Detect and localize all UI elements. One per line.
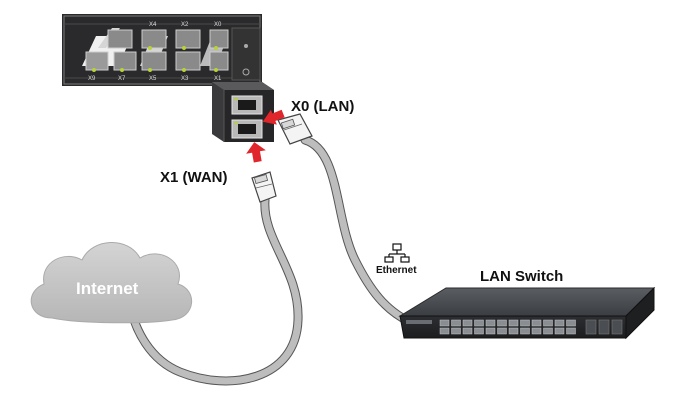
switch-port (520, 319, 530, 327)
switch-port (497, 327, 507, 335)
switch-port (439, 319, 450, 327)
port-label-x1: X1 (214, 76, 222, 82)
switch-port (508, 319, 519, 327)
switch-port (520, 327, 530, 335)
switch-port (566, 319, 576, 327)
switch-port (497, 319, 507, 327)
arrow-into-x1 (246, 142, 266, 163)
switch-port (566, 327, 576, 335)
arrow-into-x0 (262, 109, 285, 125)
x1-wan-label: X1 (WAN) (160, 169, 228, 186)
switch-port (462, 327, 473, 335)
port-label-x3: X3 (181, 76, 189, 82)
switch-port (462, 319, 473, 327)
switch-port (451, 327, 461, 335)
internet-label: Internet (76, 279, 139, 298)
cable-lan-to-switch (300, 135, 415, 327)
switch-port (554, 327, 565, 335)
port-label-x5: X5 (149, 76, 157, 82)
cable-wan-to-internet (125, 195, 303, 386)
lan-switch (398, 286, 656, 340)
x0-lan-label: X0 (LAN) (291, 98, 354, 115)
switch-port (439, 327, 450, 335)
switch-port (485, 327, 496, 335)
port-label-x9: X9 (88, 76, 96, 82)
switch-port (554, 319, 565, 327)
port-label-x0: X0 (214, 22, 222, 28)
ethernet-label: Ethernet (376, 265, 417, 276)
port-label-x2: X2 (181, 22, 189, 28)
internet-cloud (30, 242, 193, 324)
firewall-port-closeup (212, 82, 274, 142)
port-label-x4: X4 (149, 22, 157, 28)
switch-port (485, 319, 496, 327)
switch-port (508, 327, 519, 335)
firewall-port-grid (85, 29, 229, 72)
port-label-x7: X7 (118, 76, 126, 82)
switch-port (474, 319, 484, 327)
network-icon (384, 243, 410, 263)
lan-switch-label: LAN Switch (480, 268, 563, 285)
lan-connector (277, 113, 313, 145)
switch-port (474, 327, 484, 335)
switch-port (531, 319, 542, 327)
switch-port (543, 319, 553, 327)
switch-port-block (439, 319, 576, 335)
firewall-front-panel: X4 X2 X0 X9 X7 X5 X3 X1 (62, 14, 262, 86)
wan-connector (251, 171, 277, 203)
switch-port (451, 319, 461, 327)
switch-port (531, 327, 542, 335)
switch-port (543, 327, 553, 335)
